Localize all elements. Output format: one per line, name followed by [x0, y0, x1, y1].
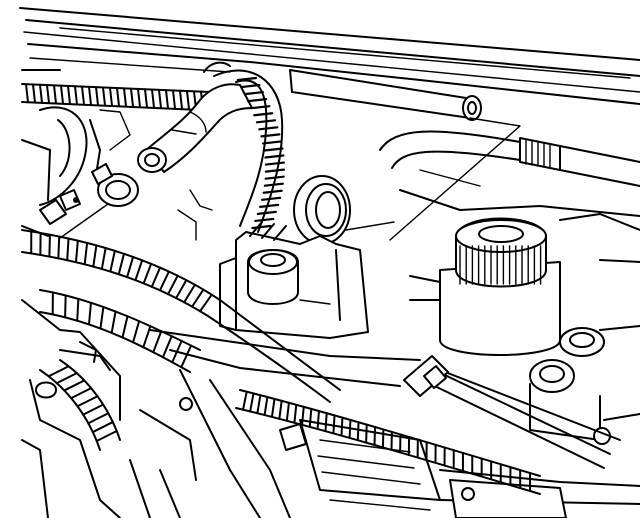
engine-top-right [399, 169, 640, 263]
intake-manifold [149, 329, 640, 518]
pcv-grommet-ring [293, 175, 395, 245]
left-connectors [21, 189, 81, 237]
hose-clamp [59, 163, 139, 239]
right-fittings [529, 325, 640, 445]
engine-block-left [21, 299, 197, 518]
throttle-body [177, 189, 369, 339]
cable-bundle [403, 355, 621, 469]
wiring-harness-conduit [203, 61, 286, 233]
reservoir-cap [409, 217, 561, 356]
lower-harness [21, 229, 541, 495]
left-strut-tower [21, 106, 131, 206]
hood-outline [19, 7, 640, 105]
right-hose [379, 130, 640, 187]
upper-conduit [21, 83, 211, 111]
